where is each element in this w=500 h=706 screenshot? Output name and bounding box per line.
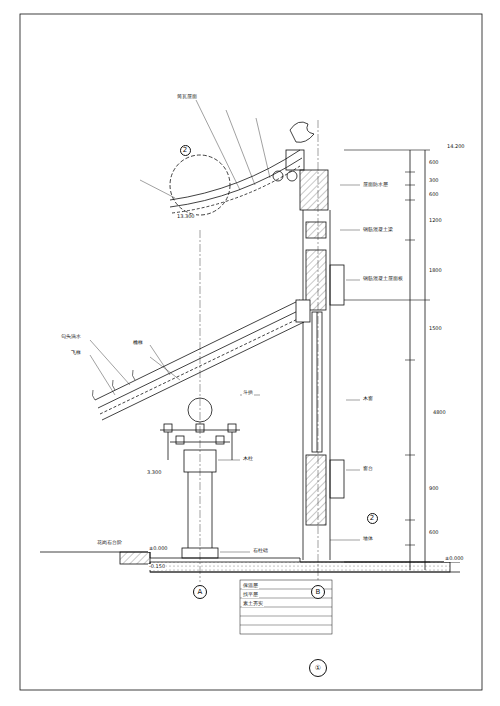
- axis-circle: 2: [180, 145, 191, 156]
- dimension-text: 1800: [428, 268, 443, 274]
- dimension-text: ±0.000: [444, 556, 465, 562]
- part-label: 花岗石台阶: [96, 540, 123, 546]
- part-label: 素土夯实: [242, 601, 264, 607]
- axis-circle: ①: [309, 659, 327, 677]
- dimension-text: 13.300: [176, 214, 196, 220]
- part-label: 木窗: [362, 396, 374, 402]
- part-label: 保温层: [242, 583, 259, 589]
- dimension-text: 3.300: [146, 470, 162, 476]
- part-label: 木柱: [242, 456, 254, 462]
- dimension-text: ±0.000: [148, 546, 169, 552]
- dimension-text: 1500: [428, 326, 443, 332]
- dimension-text: 4800: [432, 410, 447, 416]
- dimension-text: 600: [428, 160, 440, 166]
- dimension-text: -0.150: [148, 564, 166, 570]
- axis-circle: 2: [367, 513, 378, 524]
- dimension-text: 600: [428, 530, 440, 536]
- part-label: 筒瓦屋面: [176, 94, 198, 100]
- part-label: 斗拱: [242, 390, 254, 396]
- axis-label: 2: [370, 515, 374, 522]
- part-label: 勾头滴水: [60, 334, 82, 340]
- axis-label: 2: [183, 147, 187, 154]
- axis-circle: B: [311, 585, 325, 599]
- part-label: 窗台: [362, 466, 374, 472]
- dimension-text: 600: [428, 192, 440, 198]
- dimension-text: 300: [428, 178, 440, 184]
- part-label: 飞椽: [70, 350, 82, 356]
- dimension-text: 1200: [428, 218, 443, 224]
- part-label: 石柱础: [252, 548, 269, 554]
- part-label: 钢筋混凝土梁: [362, 227, 394, 233]
- part-label: 找平层: [242, 592, 259, 598]
- axis-label: ①: [315, 665, 321, 672]
- axis-circle: A: [193, 585, 207, 599]
- part-label: 钢筋混凝土屋面板: [362, 276, 404, 282]
- dimension-text: 14.200: [446, 144, 466, 150]
- dimension-text: 900: [428, 486, 440, 492]
- part-label: 墙体: [362, 536, 374, 542]
- part-label: 屋面防水层: [362, 182, 389, 188]
- axis-label: A: [198, 589, 203, 596]
- part-label: 檐椽: [132, 340, 144, 346]
- axis-label: B: [316, 589, 321, 596]
